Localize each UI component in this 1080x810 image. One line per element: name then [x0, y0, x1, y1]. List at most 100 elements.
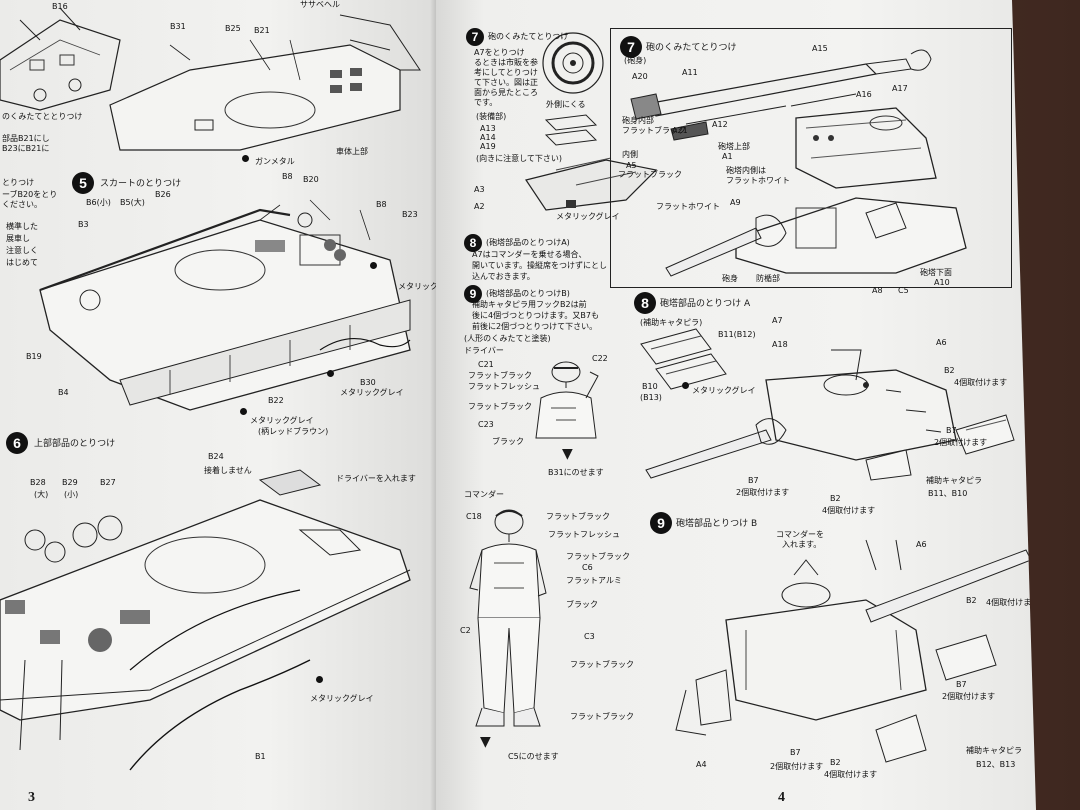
paint-marker-gunmetal	[242, 155, 249, 162]
step-7b-title: 砲のくみたてとりつけ	[646, 43, 737, 53]
note-metallic-grey-7a: メタリックグレイ	[556, 212, 620, 221]
commander-flat-alu: フラットアルミ	[566, 576, 622, 585]
label-b21: B21	[254, 26, 270, 35]
side-note-10: はじめて	[6, 258, 38, 267]
note-orientation: (向きに注意して下さい)	[476, 154, 563, 163]
driver-label: ドライバー	[464, 346, 504, 355]
side-note-6: ください。	[2, 200, 42, 209]
step-7a-line-2: るときは市販を参	[474, 58, 538, 67]
upper-hull-drawing	[109, 14, 421, 151]
step-6-number: 6	[6, 432, 28, 454]
paint-marker-grey-b22	[240, 408, 247, 415]
note-aux-track-step9: 補助キャタピラ	[966, 746, 1022, 755]
label-c6: C6	[582, 563, 593, 572]
label-c5: C5	[898, 286, 909, 295]
skirt-hull-drawing	[39, 199, 411, 411]
commander-flat-flesh: フラットフレッシュ	[548, 530, 620, 539]
note-armor: 防楯部	[756, 274, 780, 283]
label-a5: A5	[626, 161, 637, 170]
label-b2-step8: B2	[944, 366, 955, 375]
note-no-glue: 接着しません	[204, 466, 252, 475]
step-8-number: 8	[634, 292, 656, 314]
paint-marker-grey-step8	[682, 382, 689, 389]
label-a4: A4	[696, 760, 707, 769]
side-note-7: 横準した	[6, 222, 38, 231]
side-note-3: B23にB21に	[2, 144, 50, 153]
down-arrow-commander: ▼	[480, 734, 491, 750]
label-b8-a: B8	[282, 172, 293, 181]
commander-flat-black-3: フラットブラック	[570, 660, 634, 669]
note-four-pcs-b-step8: 4個取付けます	[822, 506, 876, 515]
side-note-4: とりつけ	[2, 178, 35, 187]
paint-marker-grey-step6	[316, 676, 323, 683]
note-aux-parts-step8: B11、B10	[928, 489, 968, 498]
step-7a-parts-note: (装備部)	[476, 112, 507, 121]
step-9-text-title: (砲塔部品のとりつけB)	[486, 289, 570, 298]
note-aux-track-step8: 補助キャタピラ	[926, 476, 982, 485]
note-two-pcs-b-step9: 2個取付けます	[770, 762, 824, 771]
aux-track-drawing	[640, 328, 727, 390]
step-7a-line-3: 考にしてとりつけ	[474, 68, 538, 77]
paint-marker-grey-right	[370, 262, 377, 269]
step-8-text-number: 8	[464, 234, 482, 252]
label-b30: B30	[360, 378, 376, 387]
label-a2: A2	[474, 202, 485, 211]
label-b13: (B13)	[640, 393, 662, 402]
label-a16: A16	[856, 90, 872, 99]
commander-flat-black-1: フラットブラック	[546, 512, 610, 521]
note-turret-bottom: 砲塔下面	[920, 268, 952, 277]
note-turret-top: 砲塔上部	[718, 142, 750, 151]
label-b7-step8-a: B7	[946, 426, 957, 435]
step-8-text-title: (砲塔部品のとりつけA)	[486, 238, 570, 247]
step-7a-line-6: です。	[474, 98, 498, 107]
note-ring-outside: 外側にくる	[546, 100, 586, 109]
commander-note: C5にのせます	[508, 752, 559, 761]
step-9-number: 9	[650, 512, 672, 534]
label-b27: B27	[100, 478, 116, 487]
step-8-subnote: (補助キャタピラ)	[640, 318, 703, 327]
step-9-text-line-2: 後に4個づつとりつけます。又B7も	[472, 311, 599, 320]
turret-a-drawing	[645, 349, 1015, 481]
step-7a-number: 7	[466, 28, 484, 46]
label-a6-step8: A6	[936, 338, 947, 347]
down-arrow-driver: ▼	[562, 446, 573, 462]
label-c18: C18	[466, 512, 482, 521]
label-b11: B11(B12)	[718, 330, 756, 339]
side-note-5: ーブB20をとり	[2, 190, 58, 199]
label-c3: C3	[584, 632, 595, 641]
label-c23: C23	[478, 420, 494, 429]
figures-section-title: (人形のくみたてと塗装)	[464, 334, 551, 343]
label-b23: B23	[402, 210, 418, 219]
driver-note: B31にのせます	[548, 468, 604, 477]
turret-assembly-drawing	[665, 107, 967, 277]
label-b31: B31	[170, 22, 186, 31]
label-b3: B3	[78, 220, 89, 229]
label-b5: B5(大)	[120, 198, 145, 207]
note-metallic-grey-right: メタリックグレイ	[398, 282, 444, 291]
note-metallic-grey-b30: メタリックグレイ	[340, 388, 404, 397]
note-two-pcs-b-step8: 2個取付けます	[736, 488, 790, 497]
label-c22: C22	[592, 354, 608, 363]
label-a21: A21	[672, 126, 688, 135]
label-b25: B25	[225, 24, 241, 33]
label-a18: A18	[772, 340, 788, 349]
label-b26: B26	[155, 190, 171, 199]
label-a19: A19	[480, 142, 496, 151]
label-a11: A11	[682, 68, 698, 77]
side-note-9: 注意しく	[6, 246, 38, 255]
note-flat-black-7a: フラットブラック	[618, 170, 682, 179]
label-a12: A12	[712, 120, 728, 129]
label-a10: A10	[934, 278, 950, 287]
label-b2-step9: B2	[966, 596, 977, 605]
note-metallic-grey-step8: メタリックグレイ	[692, 386, 756, 395]
commander-black: ブラック	[566, 600, 598, 609]
note-mantlet: 砲身内部	[622, 116, 654, 125]
step-7b-box	[610, 28, 1012, 288]
label-b28-size: (大)	[34, 490, 49, 499]
label-b1: B1	[255, 752, 266, 761]
label-a3: A3	[474, 185, 485, 194]
note-gunmetal: ガンメタル	[255, 157, 295, 166]
note-inside: 内側	[622, 150, 638, 159]
side-note-2: 部品B21にし	[2, 134, 50, 143]
